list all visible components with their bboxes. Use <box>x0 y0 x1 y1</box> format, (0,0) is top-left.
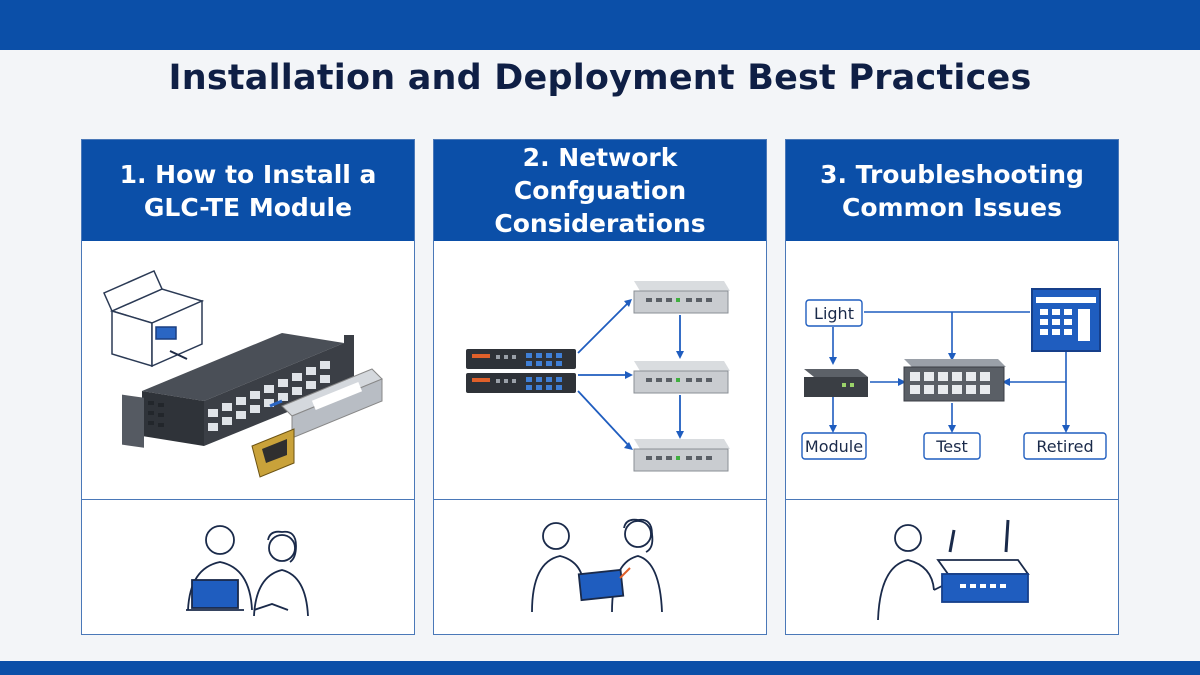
network-device-icon <box>804 369 868 397</box>
panel-install-title: 1. How to Install a GLC-TE Module <box>119 159 377 222</box>
ethernet-switch-icon <box>122 333 354 448</box>
bottom-banner <box>0 661 1200 675</box>
label-module: Module <box>801 432 867 460</box>
two-people-tablet-icon <box>531 518 663 613</box>
label-test: Test <box>923 432 981 460</box>
panel-install: 1. How to Install a GLC-TE Module <box>81 139 415 635</box>
panel-install-header: 1. How to Install a GLC-TE Module <box>82 140 414 241</box>
label-light: Light <box>805 299 863 327</box>
panel-troubleshooting-title: 3. Troubleshooting Common Issues <box>820 159 1084 222</box>
access-switch-icon <box>633 281 730 472</box>
connection-arrows <box>577 300 681 448</box>
core-switch-icon <box>466 349 576 393</box>
person-router-icon <box>877 519 1030 621</box>
panel-network-config-title: 2. Network Confguation Considerations <box>494 143 706 238</box>
panel-troubleshooting: 3. Troubleshooting Common Issues <box>785 139 1119 635</box>
label-retired: Retired <box>1023 432 1107 460</box>
switch-topology-illustration <box>434 241 766 499</box>
svg-text:Retired: Retired <box>1036 437 1093 456</box>
panel-network-config-header: 2. Network Confguation Considerations <box>434 140 766 241</box>
panel-divider <box>82 499 414 500</box>
box-icon <box>103 270 205 368</box>
troubleshooting-flow-illustration: Light <box>786 241 1118 499</box>
network-switch-icon <box>903 359 1006 402</box>
page-title: Installation and Deployment Best Practic… <box>168 58 1032 98</box>
panel-troubleshooting-header: 3. Troubleshooting Common Issues <box>786 140 1118 241</box>
panel-divider <box>786 499 1118 500</box>
svg-text:Test: Test <box>935 437 968 456</box>
panel-divider <box>434 499 766 500</box>
switch-with-sfp-illustration <box>82 241 414 499</box>
flow-lines <box>832 311 1067 427</box>
panel-network-config: 2. Network Confguation Considerations <box>433 139 767 635</box>
svg-text:Light: Light <box>814 304 854 323</box>
control-panel-icon <box>1031 288 1101 352</box>
svg-text:Module: Module <box>805 437 863 456</box>
panel-install-footer <box>82 500 414 635</box>
two-people-laptop-icon <box>186 525 309 617</box>
panel-network-config-footer <box>434 500 766 635</box>
panel-troubleshooting-footer <box>786 500 1118 635</box>
sfp-module-icon <box>251 368 383 478</box>
top-banner <box>0 0 1200 50</box>
